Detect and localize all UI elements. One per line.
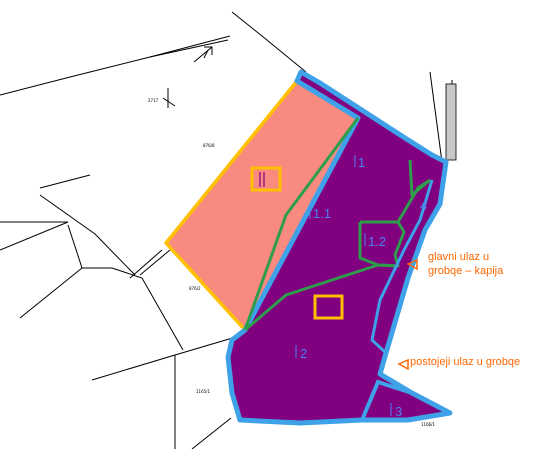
zone-label-1-2: 1.2 [368,234,386,249]
zone-label-3: 3 [395,404,402,419]
cadastral-label: 2717 [148,98,159,103]
cadastral-label: 876/2 [189,286,201,291]
north-arrow-icon [193,46,213,63]
annotations: glavni ulaz u grobqe – kapija postojeji … [410,251,520,368]
cadastral-labels: 2717 876/8 876/2 1165/1 1166/1 [148,98,436,427]
cemetery-site [225,69,453,426]
zone-label-1-1: 1.1 [313,206,331,221]
existing-entrance-annotation: postojeji ulaz u grobqe [410,356,520,368]
cadastral-label: 1166/1 [421,422,436,427]
extension-marker [250,166,282,192]
site-marker [313,294,344,320]
zone-label-4: 4 [420,198,427,213]
cadastral-label: 876/8 [203,143,215,148]
zone-label-1: 1 [358,155,365,170]
main-entrance-annotation-line2: grobqe – kapija [428,265,504,277]
zone-labels: 1 1.1 1.2 2 3 4 [295,155,427,419]
cadastral-label: 1165/1 [196,389,211,394]
entrance-marker-icon [397,258,418,371]
access-road [445,83,457,161]
zone-label-2: 2 [300,346,307,361]
main-entrance-annotation-line1: glavni ulaz u [428,251,489,263]
